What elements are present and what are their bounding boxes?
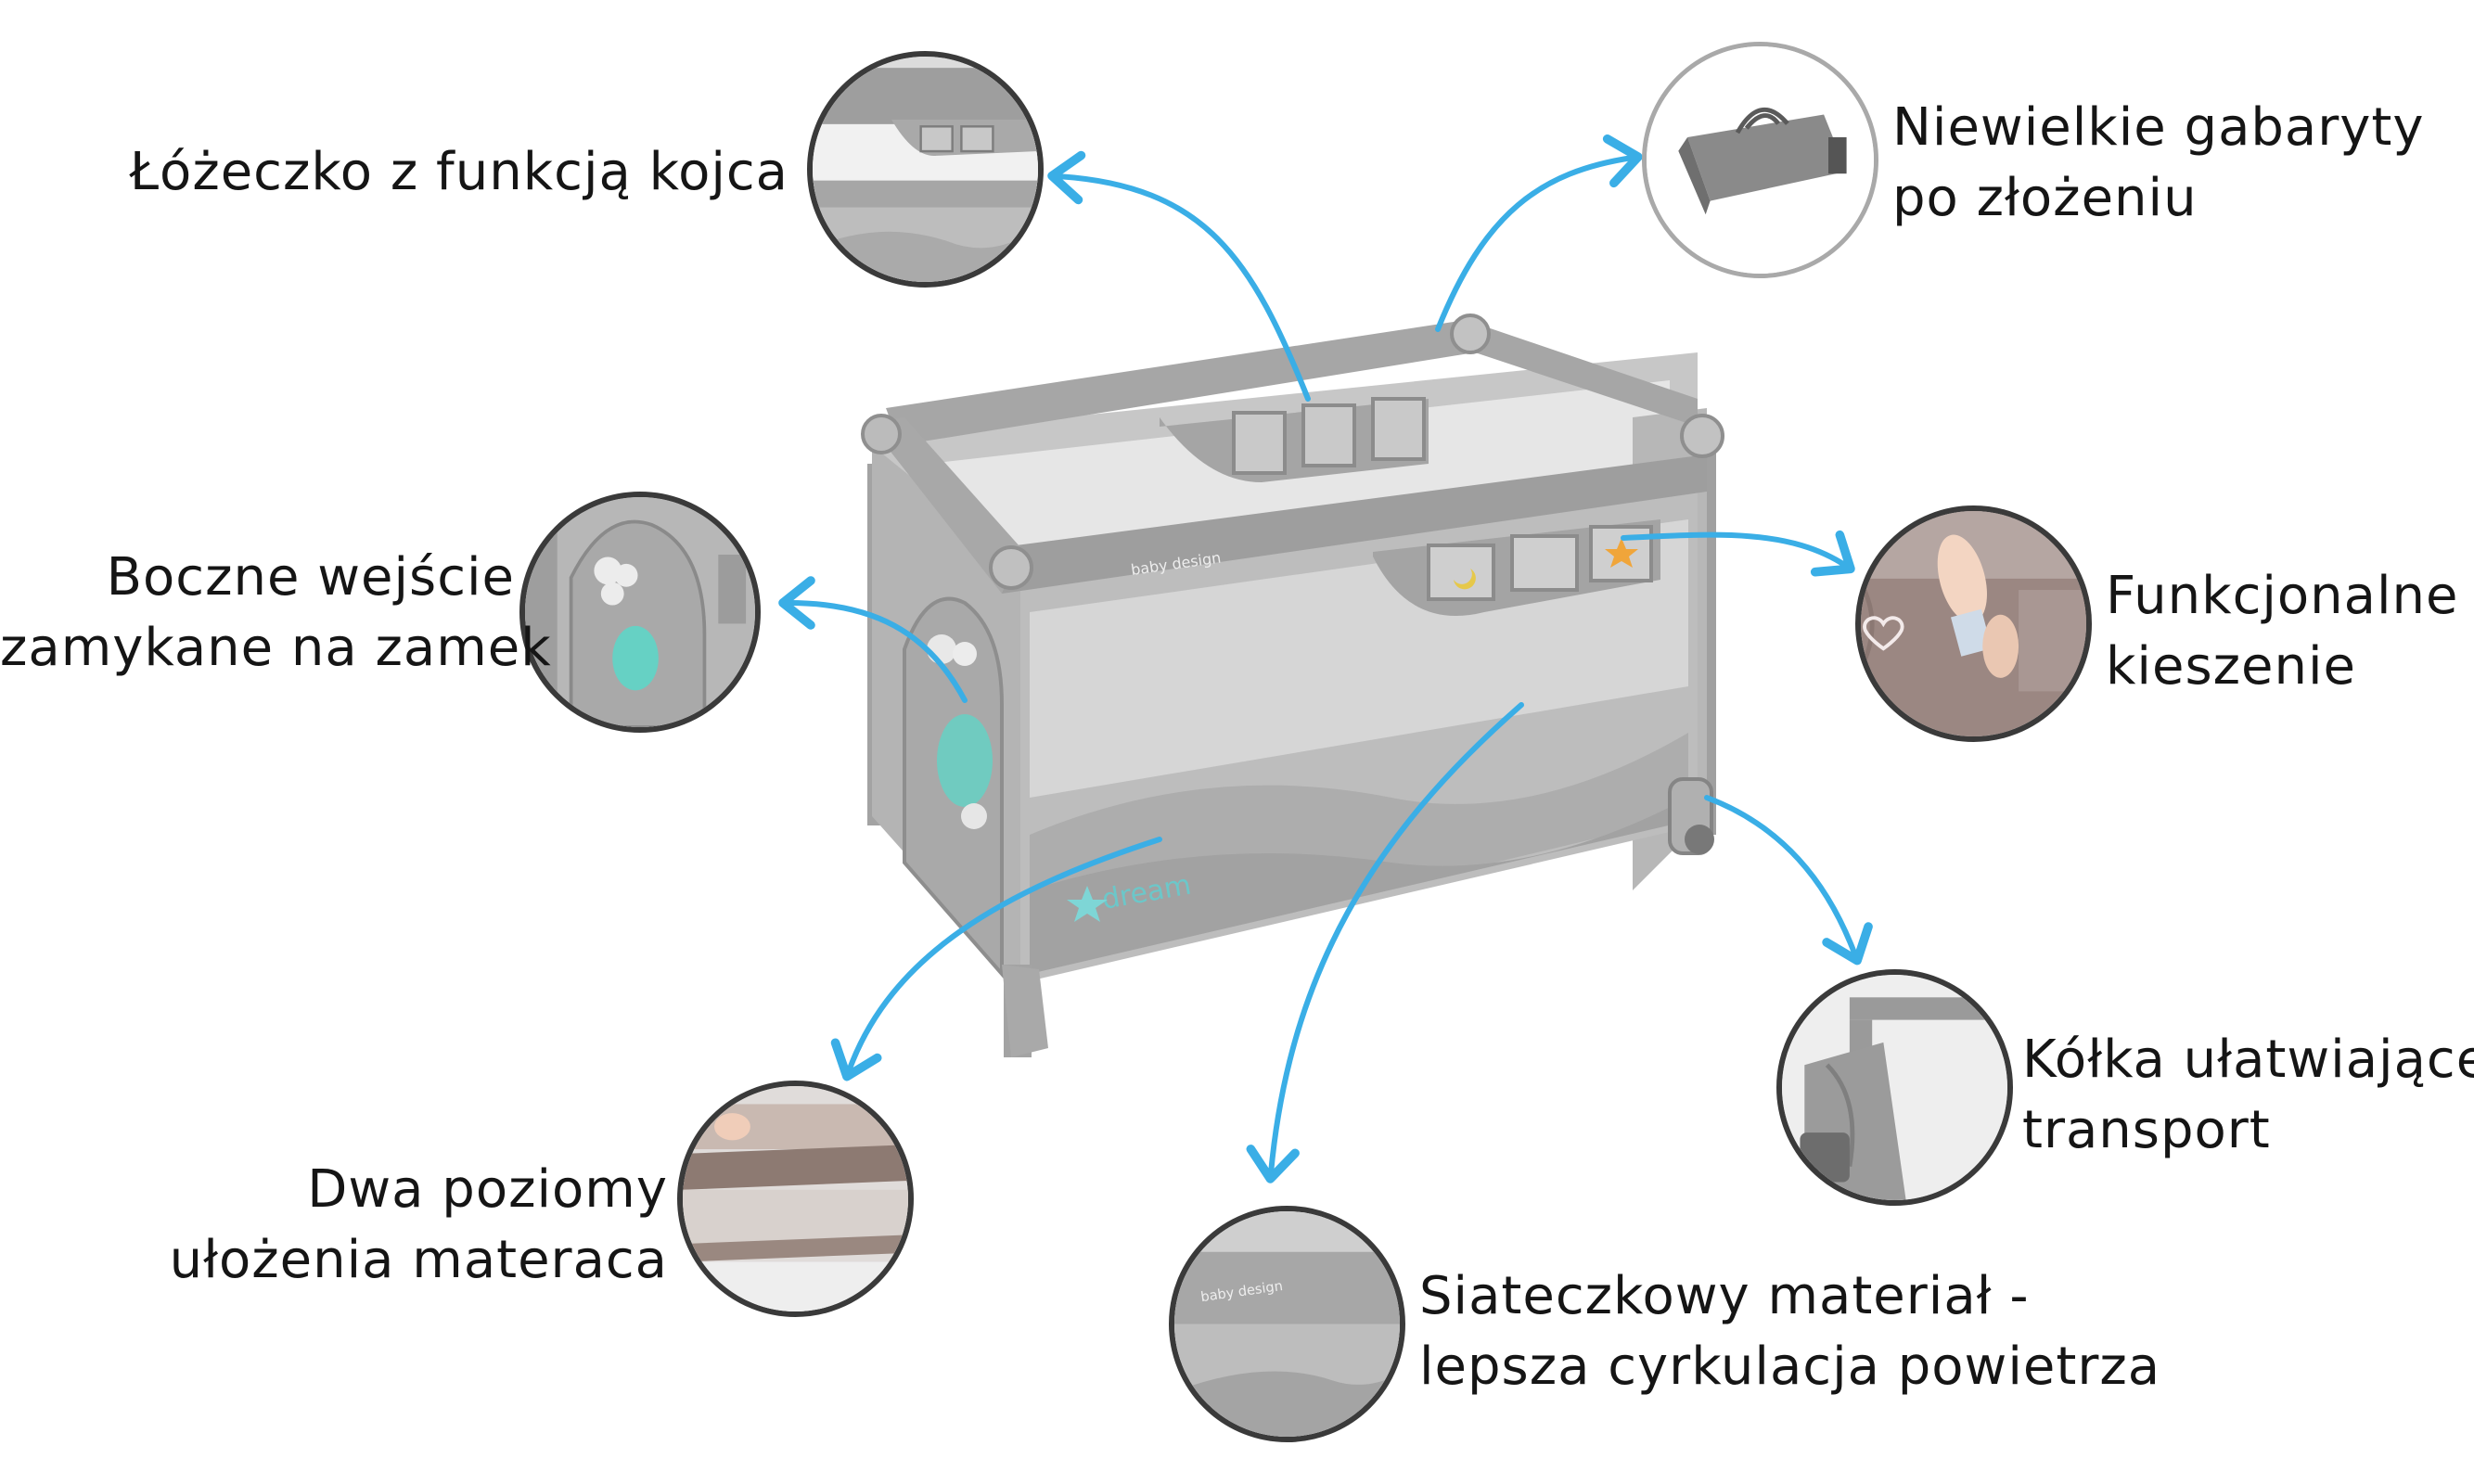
- detail-circle-mattress: [677, 1081, 914, 1317]
- detail-circle-mesh: baby design: [1169, 1206, 1405, 1442]
- feature-label-mesh-line2: lepsza cyrkulacja powietrza: [1419, 1337, 2161, 1397]
- feature-label-playpen-line1: Łóżeczko z funkcją kojca: [129, 142, 788, 202]
- detail-circle-playpen: [807, 51, 1044, 288]
- heart-icon: [1863, 616, 1904, 651]
- arrow-icon: [1435, 134, 1643, 332]
- feature-label-mesh-line1: Siateczkowy materiał -: [1419, 1266, 2030, 1326]
- feature-label-pockets-line2: kieszenie: [2106, 636, 2356, 697]
- feature-label-wheels-line2: transport: [2022, 1100, 2271, 1160]
- feature-label-wheels-line1: Kółka ułatwiające: [2022, 1030, 2474, 1090]
- feature-label-mattress-line1: Dwa poziomy: [307, 1159, 668, 1220]
- arrow-icon: [1621, 530, 1855, 577]
- star-icon: [1605, 538, 1638, 568]
- feature-label-wheels: Kółka ułatwiające transport: [2022, 1025, 2474, 1166]
- feature-label-compact-line2: po złożeniu: [1892, 168, 2198, 228]
- feature-label-pockets: Funkcjonalne kieszenie: [2106, 561, 2458, 702]
- arrow-icon: [1704, 795, 1873, 966]
- feature-label-mesh: Siateczkowy materiał - lepsza cyrkulacja…: [1419, 1261, 2160, 1402]
- detail-circle-side-entry: [519, 492, 761, 733]
- feature-label-pockets-line1: Funkcjonalne: [2106, 566, 2459, 626]
- feature-label-mattress: Dwa poziomy ułożenia materaca: [148, 1155, 668, 1296]
- feature-label-compact: Niewielkie gabaryty po złożeniu: [1892, 93, 2425, 234]
- feature-label-mattress-line2: ułożenia materaca: [169, 1230, 668, 1290]
- feature-label-playpen: Łóżeczko z funkcją kojca: [83, 137, 788, 208]
- feature-label-side-entry: Boczne wejście zamykane na zamek: [0, 543, 552, 684]
- arrow-icon: [1047, 150, 1311, 402]
- detail-circle-wheels: [1776, 969, 2013, 1206]
- feature-label-side-entry-line1: Boczne wejście: [106, 547, 515, 608]
- callout-arrows: [778, 134, 1873, 1183]
- travel-cot-illustration: baby design dream: [861, 313, 1724, 1057]
- detail-circle-pockets: [1855, 505, 2092, 742]
- arrow-icon: [830, 837, 1162, 1081]
- arrow-icon: [1246, 702, 1524, 1183]
- feature-label-compact-line1: Niewielkie gabaryty: [1892, 97, 2425, 158]
- moon-icon: [1454, 569, 1476, 590]
- arrow-icon: [778, 576, 968, 703]
- detail-circle-compact: [1642, 42, 1878, 278]
- feature-label-side-entry-line2: zamykane na zamek: [0, 618, 552, 678]
